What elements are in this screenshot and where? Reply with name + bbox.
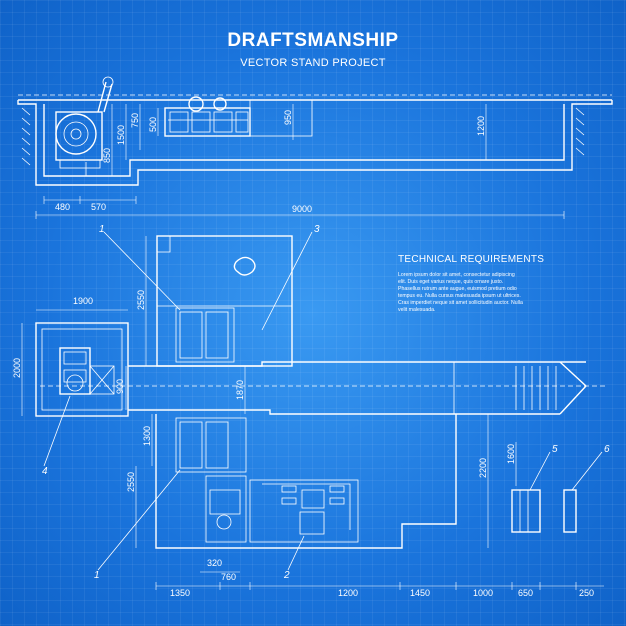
side-elevation-view: 480 570 9000 850 1500 750 500 950 1200	[17, 76, 613, 219]
dim-850-left: 850	[102, 148, 112, 163]
dim-2000: 2000	[12, 358, 22, 378]
technical-requirements-body: Lorem ipsum dolor sit amet, consectetur …	[398, 272, 523, 313]
dim-900: 900	[115, 379, 125, 394]
dim-570: 570	[91, 202, 106, 212]
dim-2550-upper: 2550	[136, 290, 146, 310]
dim-320: 320	[207, 558, 222, 568]
drawing-subtitle: VECTOR STAND PROJECT	[240, 57, 386, 69]
dim-1600: 1600	[506, 444, 516, 464]
callout-6: 6	[604, 444, 610, 455]
dim-1000: 1000	[473, 588, 493, 598]
dim-250: 250	[579, 588, 594, 598]
dim-950: 950	[283, 110, 293, 125]
dim-760: 760	[221, 572, 236, 582]
dim-1300: 1300	[142, 426, 152, 446]
dim-1450: 1450	[410, 588, 430, 598]
dim-500: 500	[148, 117, 158, 132]
drawing-title: DRAFTSMANSHIP	[227, 30, 399, 51]
callout-1-lower: 1	[94, 570, 100, 581]
dim-480: 480	[55, 202, 70, 212]
dim-750: 750	[130, 113, 140, 128]
callout-3: 3	[314, 224, 320, 235]
dim-1500: 1500	[116, 125, 126, 145]
plan-view: 1900 2550 2000 900 1870 1300 2550 2200 1…	[12, 224, 610, 598]
callout-1-upper: 1	[99, 224, 105, 235]
dim-1870: 1870	[235, 380, 245, 400]
dim-1200-top: 1200	[476, 116, 486, 136]
dim-2200: 2200	[478, 458, 488, 478]
dim-1350: 1350	[170, 588, 190, 598]
callout-4: 4	[42, 466, 48, 477]
dim-650: 650	[518, 588, 533, 598]
dim-9000: 9000	[292, 204, 312, 214]
technical-requirements-heading: TECHNICAL REQUIREMENTS	[398, 254, 545, 265]
callout-5: 5	[552, 444, 558, 455]
callout-2: 2	[283, 570, 290, 581]
dim-1900: 1900	[73, 296, 93, 306]
dim-1200-bottom: 1200	[338, 588, 358, 598]
dim-2550-lower: 2550	[126, 472, 136, 492]
